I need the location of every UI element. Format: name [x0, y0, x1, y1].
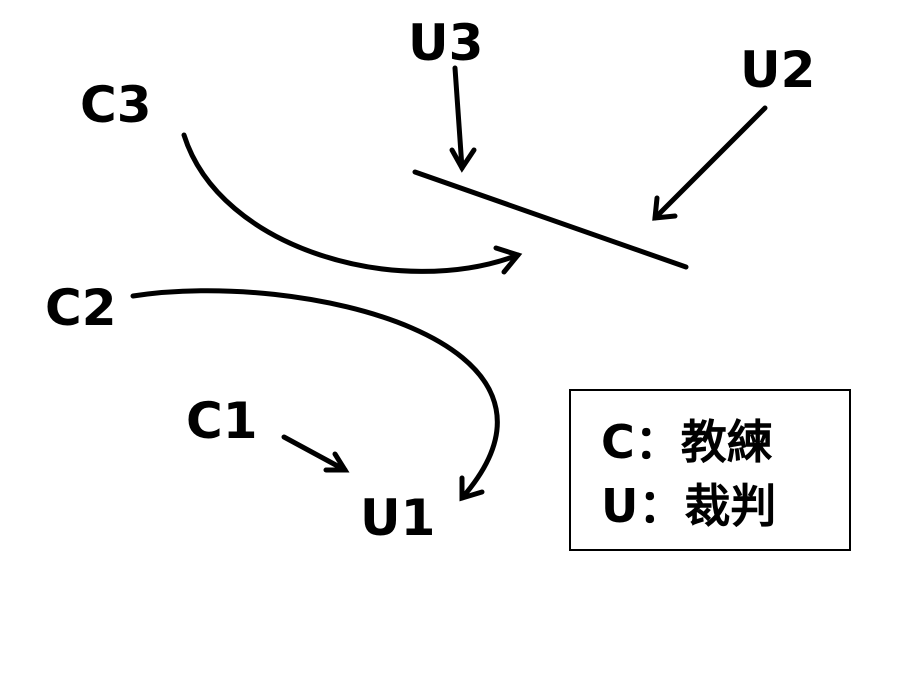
label-c1: C1 — [186, 392, 258, 450]
legend-sep: ： — [638, 479, 685, 533]
legend: C：教練 U：裁判 — [569, 389, 851, 551]
label-u2: U2 — [740, 41, 816, 99]
legend-key: C — [601, 415, 635, 469]
arrow-c1 — [281, 434, 348, 473]
arrow-u2 — [652, 105, 768, 221]
legend-key: U — [601, 479, 639, 533]
legend-row: C：教練 — [601, 419, 773, 465]
legend-sep: ： — [634, 415, 681, 469]
label-u3: U3 — [408, 14, 484, 72]
label-c2: C2 — [45, 279, 117, 337]
label-u1: U1 — [360, 489, 436, 547]
label-c3: C3 — [80, 76, 152, 134]
boundary-line — [412, 169, 689, 270]
arrow-c2 — [130, 288, 500, 501]
legend-meaning: 裁判 — [684, 479, 777, 533]
arrow-u3 — [452, 65, 465, 171]
legend-meaning: 教練 — [680, 415, 773, 469]
legend-row: U：裁判 — [601, 483, 776, 529]
arrow-c3 — [181, 132, 521, 274]
